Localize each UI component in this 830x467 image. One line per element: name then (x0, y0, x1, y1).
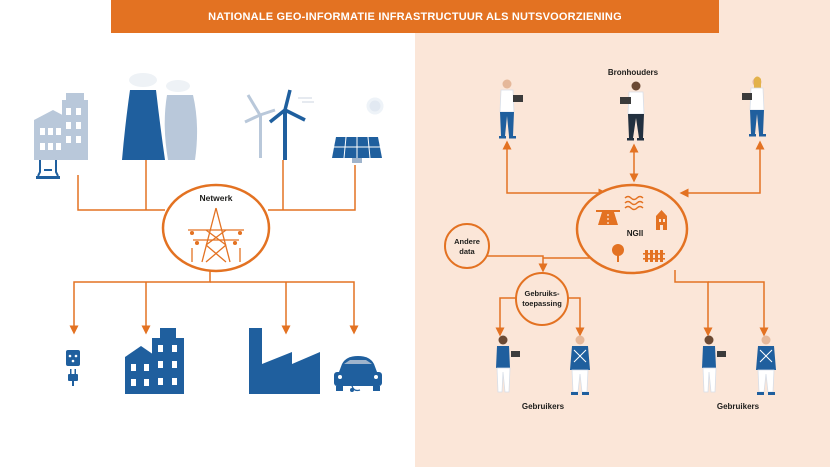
user-worker-right-icon (756, 335, 776, 395)
network-hub-label: Netwerk (199, 193, 232, 203)
providers-label: Bronhouders (608, 68, 659, 77)
solar-panel-icon (332, 136, 382, 163)
provider-person-left-icon (499, 79, 523, 139)
canal-houses-icon (125, 328, 184, 394)
electric-car-icon (334, 356, 382, 392)
users-label-left: Gebruikers (522, 402, 565, 411)
sun-icon (366, 97, 384, 115)
wind-turbines-icon (244, 89, 314, 160)
provider-person-center-icon (620, 81, 645, 141)
application-node (515, 272, 569, 326)
network-hub (161, 183, 271, 273)
left-top-connectors (77, 160, 356, 211)
factory-icon (249, 328, 320, 394)
ngii-user-connectors (486, 255, 769, 337)
other-data-label-line1: Andere (454, 237, 480, 246)
user-woman-right-icon (702, 335, 726, 393)
page-title: NATIONALE GEO-INFORMATIE INFRASTRUCTUUR … (208, 10, 622, 23)
water-icon (624, 195, 644, 211)
user-woman-left-icon (496, 335, 520, 393)
user-worker-left-icon (570, 335, 590, 395)
left-bottom-connectors (69, 268, 359, 335)
title-banner: NATIONALE GEO-INFORMATIE INFRASTRUCTUUR … (111, 0, 719, 33)
house-icon (34, 93, 88, 179)
application-label-line1: Gebruiks- (524, 289, 560, 298)
users-label-right: Gebruikers (717, 402, 760, 411)
fence-icon (643, 250, 665, 262)
road-icon (596, 210, 620, 225)
cooling-towers-icon (122, 73, 198, 160)
power-pylon-icon (188, 207, 244, 263)
ngii-hub (575, 183, 689, 275)
other-data-node (444, 223, 490, 269)
application-label-line2: toepassing (522, 299, 562, 308)
provider-person-right-icon (742, 76, 766, 137)
tree-icon (612, 244, 624, 262)
power-socket-icon (66, 350, 80, 386)
other-data-label-line2: data (459, 247, 475, 256)
ngii-hub-label: NGII (627, 229, 643, 238)
ngii-provider-connectors (502, 140, 765, 198)
building-icon (656, 210, 667, 230)
